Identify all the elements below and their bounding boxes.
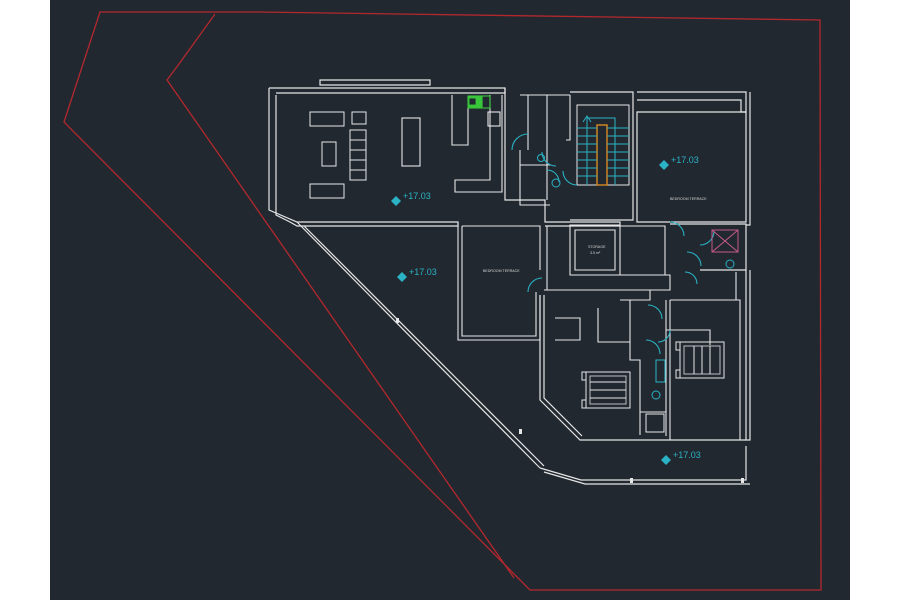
toilet-icon (725, 259, 735, 269)
room-label-study: BEDROOM TERRACE (483, 269, 520, 273)
room-label-storage: STORAGE (588, 245, 606, 249)
living-furniture (309, 111, 367, 199)
door-bedroom-ne (669, 221, 685, 237)
door-stair (562, 170, 578, 186)
wc-toilet-icon (551, 178, 561, 188)
bedroom-furniture (581, 341, 725, 409)
room-label-bedroom-ne: BEDROOM TERRACE (670, 197, 707, 201)
floor-plan: +17.03 +17.03 +17.03 +17.03 BEDROOM TERR… (63, 11, 822, 591)
level-marker-bedroom-ne: +17.03 (659, 155, 699, 170)
level-marker-living: +17.03 (391, 191, 431, 206)
ensuite-shower-icon (645, 413, 665, 433)
bed-southeast (675, 341, 725, 379)
door-corridor (686, 251, 702, 267)
level-text: +17.03 (671, 155, 699, 165)
door-ensuite (645, 339, 661, 355)
level-marker-wing: +17.03 (397, 267, 437, 282)
door-study (527, 277, 543, 293)
sofa-east (349, 129, 367, 181)
level-text: +17.03 (403, 191, 431, 201)
coffee-table (321, 141, 337, 167)
level-markers: +17.03 +17.03 +17.03 +17.03 (391, 155, 701, 465)
site-boundary-outer (63, 11, 822, 591)
ensuite-toilet-icon (651, 390, 661, 400)
bathroom-fixtures (537, 154, 739, 433)
armchair (351, 111, 367, 125)
basin-icon (537, 154, 545, 162)
sofa-south (309, 183, 345, 199)
door-wc (546, 169, 560, 183)
interior-walls (457, 94, 741, 440)
door-hall (541, 151, 557, 167)
stair-core (596, 124, 608, 186)
level-text: +17.03 (409, 267, 437, 277)
room-labels: BEDROOM TERRACE BEDROOM TERRACE STORAGE … (483, 197, 707, 273)
sink-icon (487, 111, 501, 127)
door-bedroom-se (657, 329, 671, 343)
staircase (576, 104, 630, 186)
site-boundary-inner (166, 13, 515, 579)
door-bedroom-sw (647, 304, 663, 320)
site-boundary (63, 11, 822, 591)
exterior-walls (268, 79, 751, 485)
door-swings (511, 133, 715, 355)
kitchen (401, 95, 503, 193)
sofa-north (309, 111, 345, 127)
door-kitchen (511, 133, 529, 151)
kitchen-island (401, 117, 421, 167)
level-text: +17.03 (673, 450, 701, 460)
shower-icon (711, 229, 739, 253)
ensuite-basin-icon (655, 359, 666, 383)
column-markers (396, 318, 744, 483)
room-label-storage-area: 3.5 m² (590, 251, 601, 255)
cad-drawing-canvas: +17.03 +17.03 +17.03 +17.03 BEDROOM TERR… (50, 0, 850, 600)
door-bath (699, 230, 715, 246)
bed-southwest (581, 371, 631, 409)
level-marker-south: +17.03 (661, 450, 701, 465)
